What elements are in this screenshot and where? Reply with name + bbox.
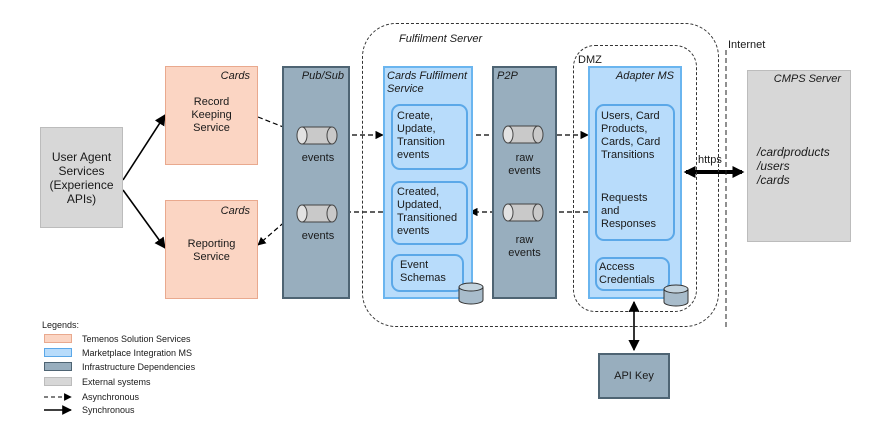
p2p-queue-top-label: raw events [508, 152, 541, 177]
api-key-label: API Key [614, 370, 654, 382]
legend-label-external: External systems [82, 377, 151, 387]
cmps-server-title: CMPS Server [773, 73, 841, 85]
record-keeping-title: Cards [220, 70, 250, 82]
cmps-endpoints-label: /cardproducts /users /cards [757, 145, 830, 187]
record-keeping-label: Record Keeping Service [191, 96, 232, 134]
legend-swatch-marketplace [44, 348, 72, 357]
access-credentials-database-icon [663, 284, 689, 307]
sync-arrow-user-to-record [122, 114, 166, 181]
p2p-queue-bottom-icon [502, 203, 544, 222]
pubsub-queue-top-label: events [301, 152, 335, 164]
cards-fulfilment-title: Cards Fulfilment Service [387, 70, 468, 95]
user-agent-services-label: User Agent Services (Experience APIs) [49, 150, 114, 206]
event-schemas-box [391, 254, 464, 292]
pubsub-box [282, 66, 350, 299]
pubsub-queue-top-icon [296, 126, 338, 145]
https-label: https [698, 154, 722, 166]
created-updated-transitioned-events-label: Created, Updated, Transitioned events [397, 186, 458, 237]
fulfilment-server-boundary [362, 23, 719, 327]
reporting-title: Cards [220, 205, 250, 217]
p2p-queue-top-icon [502, 125, 544, 144]
create-update-transition-events-label: Create, Update, Transition events [397, 110, 445, 161]
p2p-title: P2P [497, 70, 518, 82]
legend-label-async: Asynchronous [82, 392, 140, 402]
reporting-label: Reporting Service [187, 238, 236, 263]
pubsub-title: Pub/Sub [301, 70, 344, 82]
access-credentials-box [595, 257, 670, 291]
legend-label-sync: Synchronous [82, 405, 135, 415]
fulfilment-server-label: Fulfilment Server [399, 33, 483, 45]
legend-title: Legends: [42, 320, 80, 330]
pubsub-queue-bottom-label: events [301, 230, 335, 242]
requests-and-responses-label: Requests and Responses [601, 192, 657, 230]
api-key-box [598, 353, 670, 399]
internet-label: Internet [728, 39, 766, 51]
create-update-transition-events-box [391, 104, 468, 170]
dmz-label: DMZ [578, 54, 602, 66]
user-agent-services-box [40, 127, 123, 228]
pubsub-queue-bottom-icon [296, 204, 338, 223]
legend-label-infrastructure: Infrastructure Dependencies [82, 362, 196, 372]
cmps-server-box [747, 70, 851, 242]
reporting-service-box [165, 200, 258, 299]
users-card-products-box [595, 104, 675, 241]
p2p-box [492, 66, 557, 299]
legend-swatch-temenos [44, 334, 72, 343]
legend-swatch-external [44, 377, 72, 386]
event-schemas-label: Event Schemas [400, 259, 446, 284]
legend-swatch-infrastructure [44, 362, 72, 371]
users-card-products-label: Users, Card Products, Cards, Card Transi… [601, 110, 661, 161]
legend-label-temenos: Temenos Solution Services [82, 334, 191, 344]
dmz-boundary [573, 45, 697, 312]
created-updated-transitioned-events-box [391, 181, 468, 245]
access-credentials-label: Access Credentials [599, 261, 655, 286]
record-keeping-service-box [165, 66, 258, 165]
legend-label-marketplace: Marketplace Integration MS [82, 348, 193, 358]
event-schemas-database-icon [458, 282, 484, 305]
sync-arrow-user-to-reporting [122, 189, 166, 249]
p2p-queue-bottom-label: raw events [508, 234, 541, 259]
adapter-ms-title: Adapter MS [615, 70, 674, 82]
